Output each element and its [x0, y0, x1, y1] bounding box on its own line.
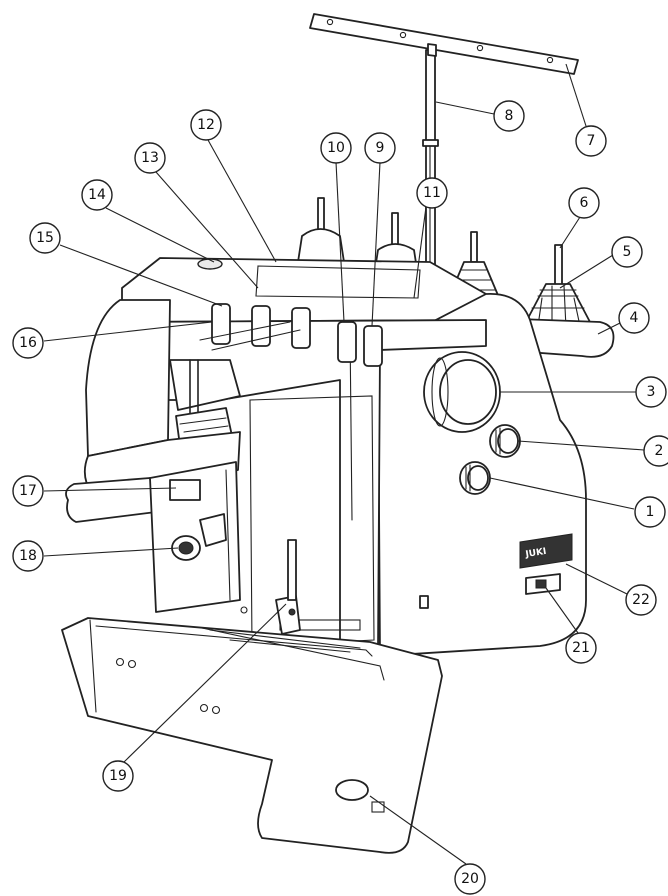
thread-guide-bar — [309, 13, 579, 75]
callout-label: 19 — [109, 768, 127, 784]
callout-label: 17 — [19, 483, 37, 499]
lower-knife — [169, 479, 201, 501]
looper-cavity — [249, 395, 375, 647]
leader-lines — [43, 63, 645, 865]
callout-17: 17 — [12, 475, 44, 507]
callout-5: 5 — [611, 236, 643, 268]
table-latch[interactable] — [335, 779, 369, 801]
callout-1: 1 — [634, 496, 666, 528]
top-knob — [197, 258, 223, 270]
tension-dial-1[interactable] — [211, 303, 231, 345]
tension-dials — [211, 303, 383, 367]
callout-label: 11 — [423, 185, 441, 201]
callout-label: 12 — [197, 117, 215, 133]
callout-8: 8 — [493, 100, 525, 132]
callout-13: 13 — [134, 142, 166, 174]
stitch-length-dial[interactable] — [459, 461, 491, 495]
thread-stand — [309, 13, 579, 286]
tension-dial-3[interactable] — [291, 307, 311, 349]
callout-6: 6 — [568, 187, 600, 219]
callout-4: 4 — [618, 302, 650, 334]
callout-7: 7 — [575, 125, 607, 157]
callout-label: 4 — [630, 310, 639, 326]
callout-label: 18 — [19, 548, 37, 564]
callout-14: 14 — [81, 179, 113, 211]
callout-3: 3 — [635, 376, 667, 408]
callout-label: 1 — [646, 504, 655, 520]
brand-plate: JUKI — [519, 533, 573, 569]
callouts: 1 2 3 4 5 6 7 8 9 10 11 12 13 14 15 16 1… — [12, 100, 668, 895]
brand-logo-text: JUKI — [524, 547, 547, 560]
extension-table — [61, 617, 443, 854]
callout-label: 9 — [376, 140, 385, 156]
callout-2: 2 — [643, 435, 668, 467]
callout-label: 22 — [632, 592, 650, 608]
callout-label: 16 — [19, 335, 37, 351]
callout-label: 15 — [36, 230, 54, 246]
callout-label: 20 — [461, 871, 479, 887]
callout-label: 5 — [623, 244, 632, 260]
free-arm — [65, 477, 157, 523]
callout-label: 6 — [580, 195, 589, 211]
callout-18: 18 — [12, 540, 44, 572]
callout-22: 22 — [625, 584, 657, 616]
handwheel[interactable] — [423, 351, 501, 433]
callout-11: 11 — [416, 177, 448, 209]
callout-12: 12 — [190, 109, 222, 141]
front-cover — [85, 299, 171, 457]
callout-21: 21 — [565, 632, 597, 664]
tension-dial-4[interactable] — [337, 321, 357, 363]
callout-label: 13 — [141, 150, 159, 166]
callout-label: 21 — [572, 640, 590, 656]
looper-area — [149, 395, 375, 647]
callout-label: 14 — [88, 187, 106, 203]
machine-body: JUKI — [85, 257, 587, 657]
tension-dial-5[interactable] — [363, 325, 383, 367]
callout-15: 15 — [29, 222, 61, 254]
callout-10: 10 — [320, 132, 352, 164]
callout-label: 10 — [327, 140, 345, 156]
callout-label: 7 — [587, 133, 596, 149]
callout-9: 9 — [364, 132, 396, 164]
callout-19: 19 — [102, 760, 134, 792]
spool-pin — [554, 244, 563, 286]
callout-label: 8 — [505, 108, 514, 124]
differential-feed-dial[interactable] — [489, 424, 521, 458]
callout-16: 16 — [12, 327, 44, 359]
callout-20: 20 — [454, 863, 486, 895]
side-switch[interactable] — [419, 595, 429, 609]
callout-label: 2 — [655, 443, 664, 459]
callout-label: 3 — [647, 384, 656, 400]
